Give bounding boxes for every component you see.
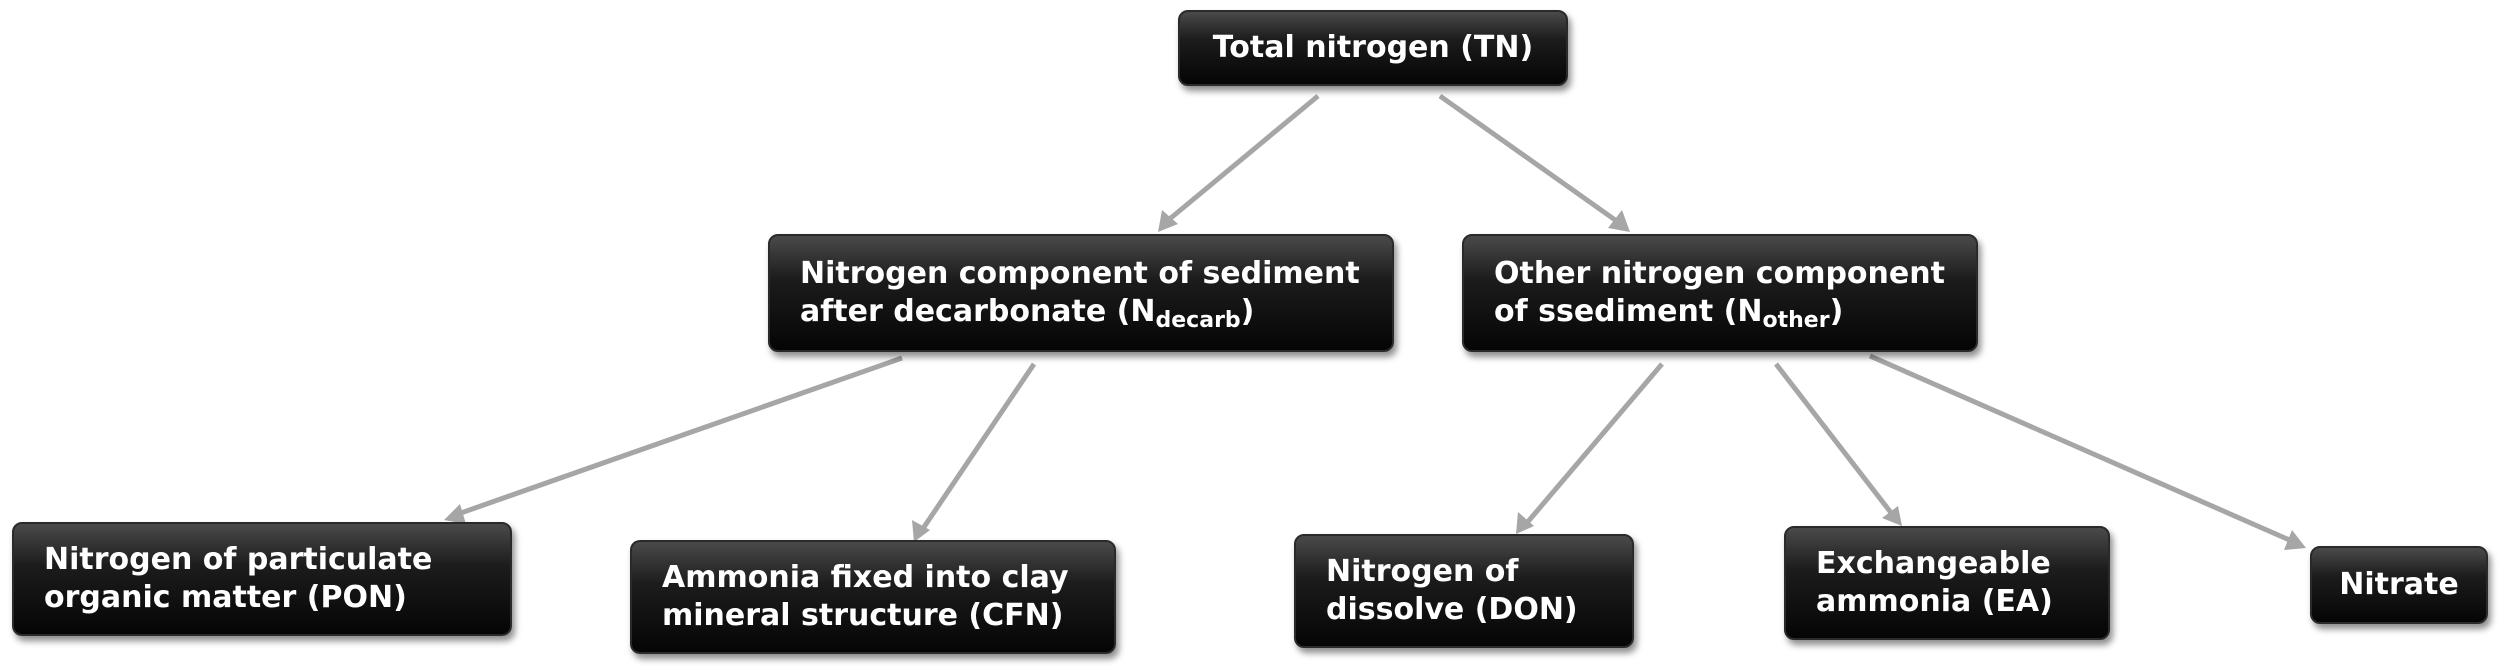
node-pon-text: Nitrogen of particulate organic matter (…: [44, 541, 432, 617]
node-cfn-line2: mineral structure (CFN): [662, 598, 1064, 633]
node-cfn-line1: Ammonia fixed into clay: [662, 560, 1069, 595]
node-don-text: Nitrogen of dissolve (DON): [1326, 553, 1578, 629]
node-cfn: Ammonia fixed into clay mineral structur…: [630, 540, 1116, 654]
node-ea: Exchangeable ammonia (EA): [1784, 526, 2110, 640]
node-total-nitrogen: Total nitrogen (TN): [1178, 10, 1568, 86]
node-other-nitrogen-suffix: ): [1829, 294, 1844, 329]
node-nitrogen-decarb-suffix: ): [1240, 294, 1255, 329]
arrow-decarb-to-pon: [444, 355, 903, 524]
arrow-other-to-ea: [1774, 362, 1902, 526]
arrow-other-to-nitrate: [1868, 353, 2306, 550]
node-other-nitrogen-prefix: of ssediment (N: [1494, 294, 1763, 329]
node-nitrogen-decarb-text: Nitrogen component of sediment after dec…: [800, 255, 1360, 333]
node-nitrogen-decarb-subscript: decarb: [1155, 308, 1241, 333]
arrow-tn-to-other: [1438, 93, 1630, 232]
arrow-other-to-don: [1516, 362, 1664, 534]
arrow-decarb-to-cfn: [912, 362, 1037, 542]
node-other-nitrogen-subscript: other: [1762, 308, 1830, 333]
node-nitrate-label: Nitrate: [2339, 567, 2459, 602]
node-other-nitrogen-line2: of ssediment (Nother): [1494, 293, 1945, 333]
node-nitrogen-decarb-prefix: after decarbonate (N: [800, 294, 1156, 329]
node-ea-line2: ammonia (EA): [1816, 584, 2053, 619]
node-don: Nitrogen of dissolve (DON): [1294, 534, 1634, 648]
node-pon-line2: organic matter (PON): [44, 580, 407, 615]
node-nitrogen-decarb-line1: Nitrogen component of sediment: [800, 256, 1360, 291]
node-nitrogen-decarb: Nitrogen component of sediment after dec…: [768, 234, 1394, 352]
node-other-nitrogen-line1: Other nitrogen component: [1494, 256, 1945, 291]
node-ea-text: Exchangeable ammonia (EA): [1816, 545, 2053, 621]
node-ea-line1: Exchangeable: [1816, 546, 2051, 581]
node-other-nitrogen-text: Other nitrogen component of ssediment (N…: [1494, 255, 1945, 333]
node-don-line2: dissolve (DON): [1326, 592, 1578, 627]
node-cfn-text: Ammonia fixed into clay mineral structur…: [662, 559, 1069, 635]
node-pon: Nitrogen of particulate organic matter (…: [12, 522, 512, 636]
node-nitrogen-decarb-line2: after decarbonate (Ndecarb): [800, 293, 1360, 333]
node-total-nitrogen-label: Total nitrogen (TN): [1212, 30, 1534, 65]
node-pon-line1: Nitrogen of particulate: [44, 542, 433, 577]
node-don-line1: Nitrogen of: [1326, 554, 1519, 589]
node-other-nitrogen: Other nitrogen component of ssediment (N…: [1462, 234, 1978, 352]
node-nitrate: Nitrate: [2310, 546, 2488, 624]
arrow-tn-to-decarb: [1158, 94, 1320, 232]
